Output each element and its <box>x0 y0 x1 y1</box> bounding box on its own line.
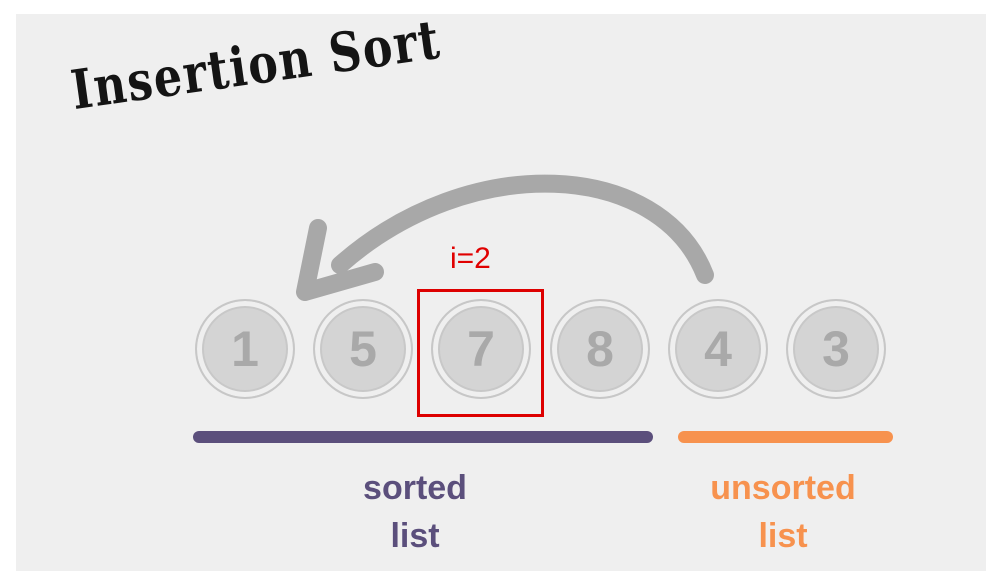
sorted-list-caption: sorted list <box>315 464 515 560</box>
unsorted-caption-line1: unsorted <box>710 469 856 507</box>
element-circle: 5 <box>313 299 413 399</box>
element-circle: 7 <box>431 299 531 399</box>
unsorted-list-bar <box>678 431 893 443</box>
index-label: i=2 <box>450 242 491 275</box>
element-circle: 4 <box>668 299 768 399</box>
sorted-list-bar <box>193 431 653 443</box>
unsorted-caption-line2: list <box>758 517 808 555</box>
element-circle: 8 <box>550 299 650 399</box>
sorted-caption-line2: list <box>390 517 440 555</box>
element-circle: 1 <box>195 299 295 399</box>
diagram-canvas <box>16 14 986 571</box>
current-element-highlight <box>417 289 544 417</box>
unsorted-list-caption: unsorted list <box>683 464 883 560</box>
element-circle: 3 <box>786 299 886 399</box>
sorted-caption-line1: sorted <box>363 469 467 507</box>
